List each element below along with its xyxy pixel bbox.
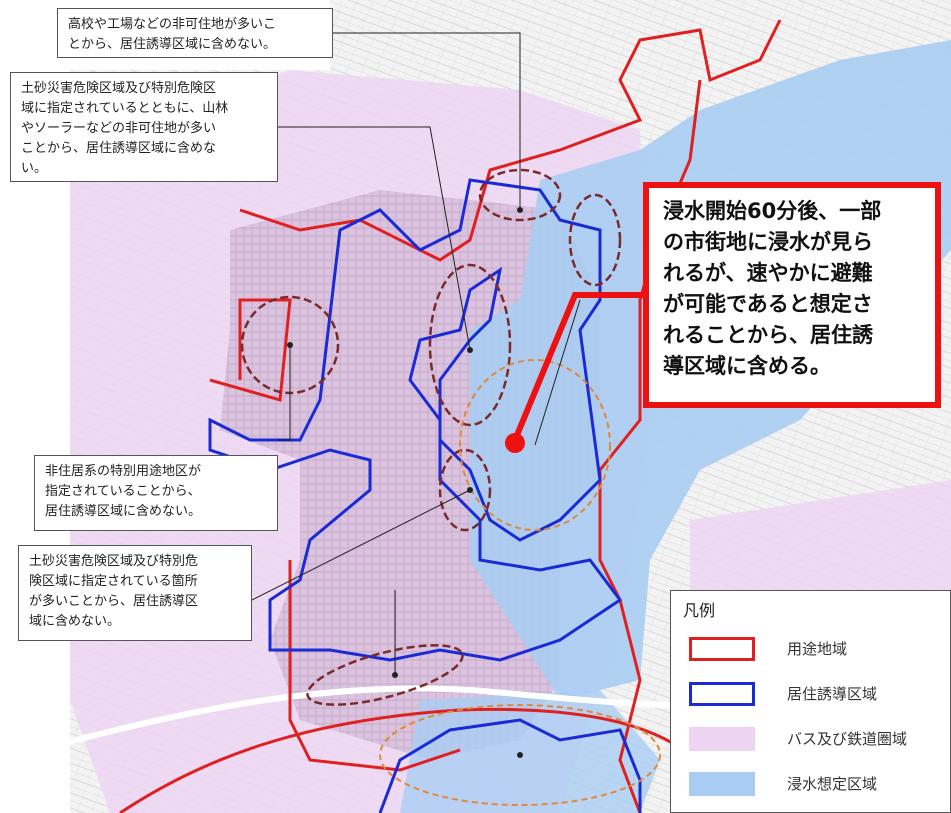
leader-dot-6 [517,752,523,758]
note-line: 居住誘導区域に含めない。 [45,504,202,519]
legend-label: 浸水想定区域 [787,775,878,793]
residential-induction-outline [208,178,623,662]
map-legend: 凡例 用途地域 居住誘導区域 バス及び鉄道圏域 浸水想定区域 [670,590,951,813]
legend-swatch-flood-area [689,772,755,796]
leader-dot-2 [467,347,473,353]
exclusion-circle-6 [306,644,464,706]
note-line: 非住居系の特別用途地区が [45,464,202,479]
note-high-school-factory: 高校や工場などの非可住地が多いこ とから、居住誘導区域に含めない。 [57,8,333,58]
legend-item-residential-induction: 居住誘導区域 [689,678,949,710]
note-line: 高校や工場などの非可住地が多いこ [68,17,277,32]
callout-line: 浸水開始60分後、一部 [663,199,882,223]
note-line: 土砂災害危険区域及び特別危険区 [21,81,217,96]
note-line: とから、居住誘導区域に含めない。 [68,37,277,52]
legend-label: バス及び鉄道圏域 [787,730,908,748]
legend-item-flood-area: 浸水想定区域 [689,768,949,800]
exclusion-circle-4 [428,263,512,427]
note-line: が多いことから、居住誘導区 [29,594,199,609]
note-line: い。 [21,161,48,176]
flood-area-south [400,690,660,813]
legend-title: 凡例 [683,601,716,620]
exclusion-circle-2 [568,193,622,287]
leader-dot-5 [467,487,473,493]
note-line: ことから、居住誘導区域に含めな [21,141,217,156]
flood-circle-2 [379,704,661,806]
exclusion-circle-5 [438,448,492,532]
note-line: 域に指定されているとともに、山林 [21,101,229,116]
leader-lines [251,32,581,675]
callout-line: の市街地に浸水が見ら [663,230,873,254]
callout-line: が可能であると想定さ [663,292,873,316]
callout-pointer-dot [505,433,525,453]
legend-swatch-residential-induction [689,682,755,706]
legend-label: 居住誘導区域 [787,685,878,703]
leader-dot-4 [392,672,398,678]
leader-dot-1 [517,207,523,213]
residential-induction-south [378,718,642,813]
callout-line: れるが、速やかに避難 [663,261,873,285]
note-landslide-spots: 土砂災害危険区域及び特別危 険区域に指定されている箇所 が多いことから、居住誘導… [18,545,252,641]
note-line: 域に含めない。 [29,614,121,629]
note-special-use-district: 非住居系の特別用途地区が 指定されていることから、 居住誘導区域に含めない。 [34,455,278,531]
legend-swatch-transit-area [689,727,755,751]
transit-area-right [690,480,951,600]
leader-dot-3 [287,342,293,348]
note-line: 土砂災害危険区域及び特別危 [29,554,199,569]
legend-label: 用途地域 [787,640,848,658]
legend-swatch-zoning [689,637,755,661]
note-line: 指定されていることから、 [45,484,201,499]
note-landslide-forest: 土砂災害危険区域及び特別危険区 域に指定されているとともに、山林 やソーラーなど… [10,72,278,182]
callout-line: れることから、居住誘 [663,323,873,347]
note-line: やソーラーなどの非可住地が多い [21,121,217,136]
callout-pointer [512,292,643,442]
note-line: 険区域に指定されている箇所 [29,574,198,589]
legend-item-transit-area: バス及び鉄道圏域 [689,723,949,755]
flood-callout: 浸水開始60分後、一部 の市街地に浸水が見ら れるが、速やかに避難 が可能である… [643,182,941,408]
legend-item-zoning: 用途地域 [689,633,949,665]
flood-circle-1 [459,359,611,531]
callout-line: 導区域に含める。 [663,354,831,378]
exclusion-circle-1 [478,168,562,222]
